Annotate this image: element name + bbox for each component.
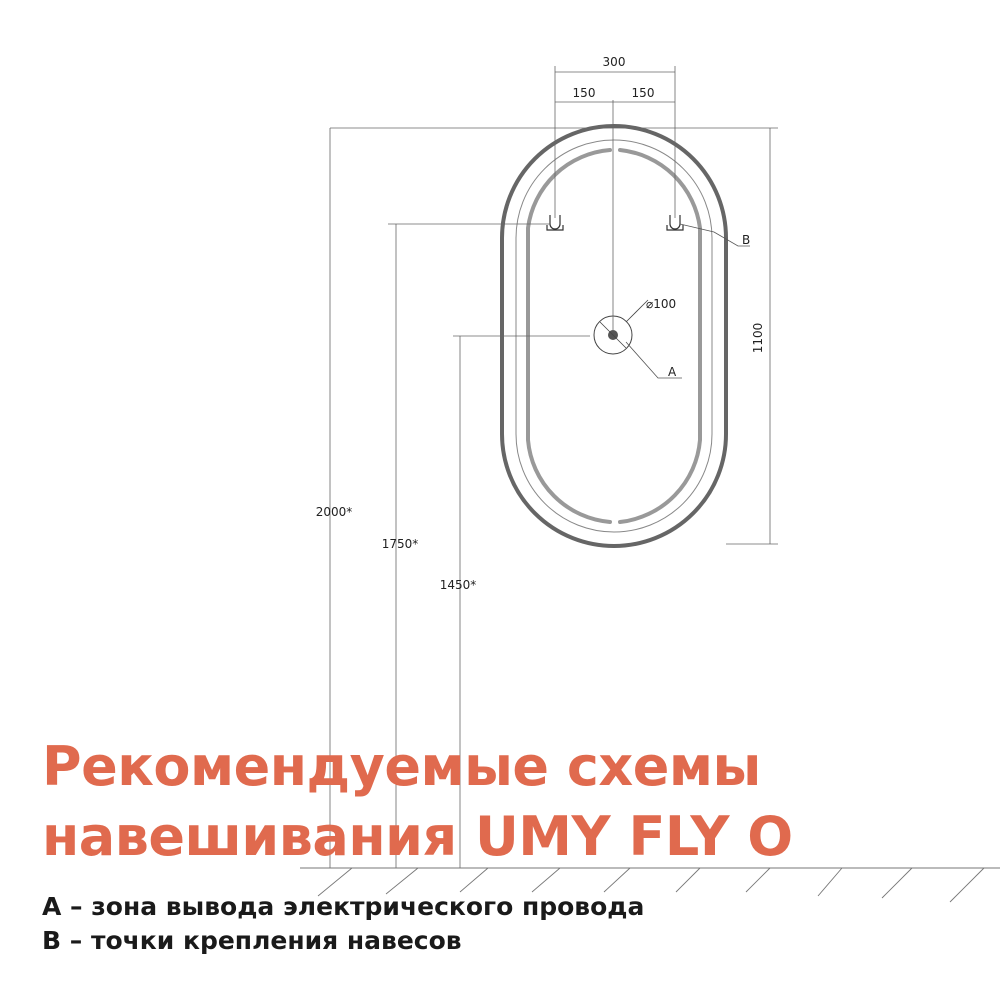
dim-half-left: 150 [573, 86, 596, 100]
dim-socket-diameter: ⌀100 [646, 297, 676, 311]
legend: А – зона вывода электрического провода В… [42, 890, 644, 958]
socket-zone [593, 299, 649, 355]
dim-floor-to-hooks: 1750* [382, 537, 419, 551]
callout-a: A [668, 365, 677, 379]
legend-item-a: А – зона вывода электрического провода [42, 892, 645, 921]
height-dimension [330, 127, 778, 545]
dim-total-width: 300 [603, 55, 626, 69]
title-line-1: Рекомендуемые схемы [42, 735, 761, 798]
page-title: Рекомендуемые схемы навешивания UMY FLY … [42, 732, 793, 872]
dim-floor-to-socket: 1450* [440, 578, 477, 592]
callout-b: B [742, 233, 750, 247]
width-dimensions [554, 66, 676, 330]
dim-floor-to-top: 2000* [316, 505, 353, 519]
dim-height: 1100 [751, 323, 765, 354]
hook-left [546, 215, 564, 231]
title-line-2: навешивания UMY FLY O [42, 805, 793, 868]
legend-item-b: В – точки крепления навесов [42, 926, 462, 955]
floor-line [300, 867, 1000, 903]
callout-leaders [625, 223, 750, 379]
floor-dimensions [329, 128, 590, 868]
dim-half-right: 150 [632, 86, 655, 100]
